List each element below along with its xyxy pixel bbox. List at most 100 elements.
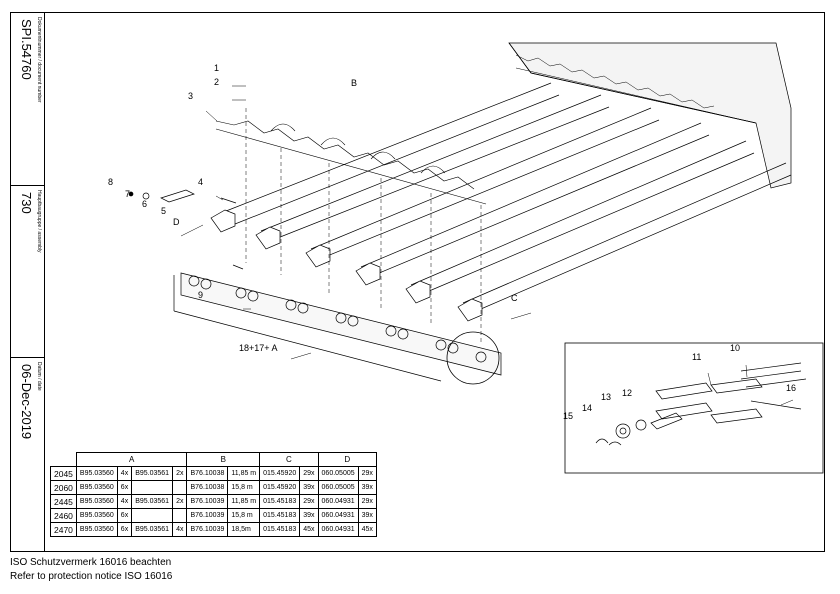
front-rake-teeth bbox=[215, 120, 487, 205]
table-cell: 15,8 m bbox=[227, 508, 261, 523]
table-cell: 29x bbox=[357, 466, 377, 481]
rear-slat-teeth bbox=[515, 54, 757, 124]
table-cell: B76.10038 bbox=[186, 480, 229, 495]
table-cell: B95.03561 bbox=[131, 466, 174, 481]
table-cell: 39x bbox=[357, 508, 377, 523]
table-cell: 015.45183 bbox=[259, 494, 301, 509]
callout-11: 11 bbox=[692, 352, 702, 362]
table-cell: 060.04931 bbox=[317, 508, 359, 523]
table-cell: 6x bbox=[116, 522, 133, 537]
table-cell: 015.45920 bbox=[259, 466, 301, 481]
table-cell: 45x bbox=[299, 522, 319, 537]
table-cell: 45x bbox=[357, 522, 377, 537]
table-cell: B95.03560 bbox=[75, 508, 118, 523]
callout-12: 12 bbox=[622, 388, 633, 398]
table-cell: B76.10038 bbox=[186, 466, 229, 481]
parts-table: A B C D 2045 B95.03560 4x B95.03561 2x B… bbox=[50, 452, 377, 537]
protection-notice-de: ISO Schutzvermerk 16016 beachten bbox=[10, 557, 172, 568]
table-row: 2060 B95.03560 6x B76.10038 15,8 m 015.4… bbox=[50, 480, 377, 495]
table-cell: 29x bbox=[299, 466, 319, 481]
callout-9: 9 bbox=[198, 290, 204, 300]
table-cell: 060.04931 bbox=[317, 522, 359, 537]
table-cell: B95.03560 bbox=[75, 466, 118, 481]
callout-16: 16 bbox=[786, 383, 797, 393]
callout-C: C bbox=[511, 293, 518, 303]
slat-bars bbox=[220, 82, 792, 316]
table-cell: B95.03561 bbox=[131, 494, 174, 509]
table-cell: 11,85 m bbox=[227, 466, 261, 481]
callout-B: B bbox=[351, 78, 358, 88]
document-number-cell: Dokumentnummer / document number SPI.547… bbox=[11, 13, 44, 186]
callout-10: 10 bbox=[730, 343, 741, 353]
table-row: 2460 B95.03560 6x B76.10039 15,8 m 015.4… bbox=[50, 508, 377, 523]
table-cell: 4x bbox=[116, 494, 133, 509]
assembly-guide-lines bbox=[245, 108, 482, 343]
table-cell: 39x bbox=[299, 508, 319, 523]
assembly-cell: Hauptbaugruppe / assembly 730 bbox=[11, 186, 44, 358]
header-b: B bbox=[186, 452, 261, 467]
table-cell: B95.03560 bbox=[75, 480, 118, 495]
small-parts-group bbox=[128, 189, 244, 270]
table-cell: B95.03560 bbox=[75, 494, 118, 509]
table-cell: B76.10039 bbox=[186, 494, 229, 509]
callout-2: 2 bbox=[214, 77, 220, 87]
callout-14: 14 bbox=[582, 403, 593, 413]
header-c: C bbox=[259, 452, 319, 467]
table-cell bbox=[131, 480, 174, 495]
table-header-row: A B C D bbox=[50, 452, 377, 467]
table-row: 2045 B95.03560 4x B95.03561 2x B76.10038… bbox=[50, 466, 377, 481]
table-cell: B95.03561 bbox=[131, 522, 174, 537]
callout-13: 13 bbox=[601, 392, 612, 402]
table-cell: 2x bbox=[172, 466, 188, 481]
callout-7: 7 bbox=[125, 189, 131, 199]
table-cell: B76.10039 bbox=[186, 508, 229, 523]
table-cell bbox=[172, 480, 188, 495]
drawing-sheet: Dokumentnummer / document number SPI.547… bbox=[10, 12, 825, 552]
table-cell: 11,85 m bbox=[227, 494, 261, 509]
callout-6: 6 bbox=[142, 199, 148, 209]
table-cell: 6x bbox=[116, 508, 133, 523]
document-number-label: Dokumentnummer / document number bbox=[36, 17, 42, 103]
callout-chain: 18+17+ A bbox=[239, 343, 278, 353]
callout-5: 5 bbox=[161, 206, 167, 216]
table-cell: 015.45183 bbox=[259, 522, 301, 537]
exploded-view-drawing bbox=[128, 42, 824, 474]
table-row: 2445 B95.03560 4x B95.03561 2x B76.10039… bbox=[50, 494, 377, 509]
table-cell: 060.04931 bbox=[317, 494, 359, 509]
callout-15: 15 bbox=[563, 411, 574, 421]
table-cell: 6x bbox=[116, 480, 133, 495]
table-row: 2470 B95.03560 6x B95.03561 4x B76.10039… bbox=[50, 522, 377, 537]
detail-parts bbox=[595, 362, 807, 446]
callout-3: 3 bbox=[188, 91, 194, 101]
title-strip: Dokumentnummer / document number SPI.547… bbox=[11, 13, 45, 551]
table-cell: 4x bbox=[172, 522, 188, 537]
model-cell: 2045 bbox=[50, 466, 77, 481]
table-cell: 39x bbox=[357, 480, 377, 495]
slat-end-profiles bbox=[210, 209, 483, 322]
date-value: 06-Dec-2019 bbox=[19, 364, 34, 440]
table-cell: B95.03560 bbox=[75, 522, 118, 537]
callout-4: 4 bbox=[198, 177, 204, 187]
model-cell: 2060 bbox=[50, 480, 77, 495]
table-cell: 015.45183 bbox=[259, 508, 301, 523]
table-cell: 4x bbox=[116, 466, 133, 481]
table-cell: 060.05005 bbox=[317, 480, 359, 495]
callout-D: D bbox=[173, 217, 180, 227]
table-cell: 29x bbox=[357, 494, 377, 509]
date-label: Datum / date bbox=[36, 362, 42, 391]
chain-assembly bbox=[173, 272, 502, 385]
header-d: D bbox=[317, 452, 377, 467]
protection-notice-en: Refer to protection notice ISO 16016 bbox=[10, 571, 173, 582]
callout-1: 1 bbox=[214, 63, 220, 73]
date-cell: Datum / date 06-Dec-2019 bbox=[11, 358, 44, 553]
table-cell: 060.05005 bbox=[317, 466, 359, 481]
table-cell: 39x bbox=[299, 480, 319, 495]
table-cell: 015.45920 bbox=[259, 480, 301, 495]
document-number: SPI.54760 bbox=[19, 19, 34, 80]
assembly-label: Hauptbaugruppe / assembly bbox=[36, 190, 42, 253]
table-cell bbox=[131, 508, 174, 523]
model-cell: 2445 bbox=[50, 494, 77, 509]
header-a: A bbox=[75, 452, 188, 467]
model-cell: 2470 bbox=[50, 522, 77, 537]
table-cell: 18,5m bbox=[227, 522, 261, 537]
